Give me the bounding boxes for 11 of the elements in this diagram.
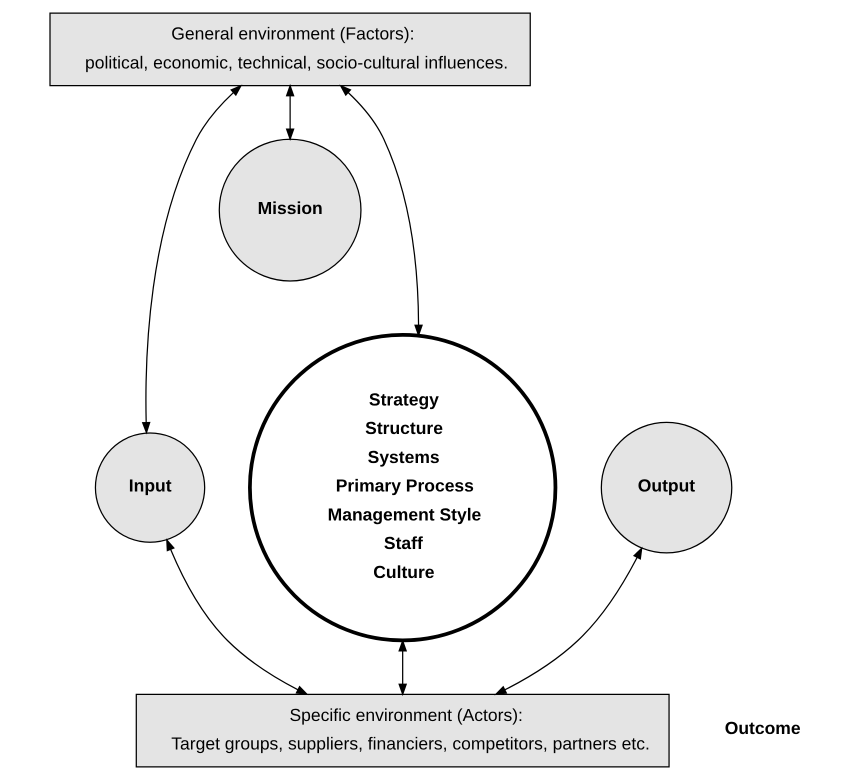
arrow	[494, 546, 642, 696]
node-box: General environment (Factors): political, economic, technical, socio-cultural influences.	[48, 12, 530, 86]
label: Outcome	[724, 718, 800, 738]
node-circle: Output	[600, 422, 732, 554]
node-circle: Mission	[218, 138, 362, 282]
arrow	[166, 538, 308, 696]
node-box: Specific environment (Actors): Target groups, suppliers, financiers, competitors, partners etc.	[135, 694, 670, 768]
arrow	[141, 84, 242, 434]
node-circle: Strategy Structure Systems Primary Process Management Style Staff Culture	[248, 332, 557, 642]
node-circle: Input	[94, 432, 205, 543]
arrow	[285, 84, 294, 142]
